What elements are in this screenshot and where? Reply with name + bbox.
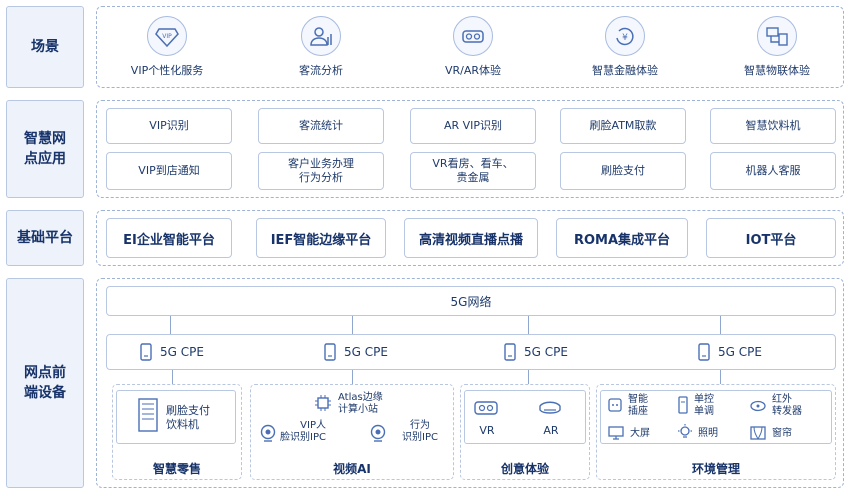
group-experience [460, 384, 590, 480]
device-box [600, 390, 832, 444]
app-box: 客流统计 [258, 108, 384, 144]
chip-icon [315, 395, 331, 411]
vip-ipc-label: VIP人 脸识别IPC [280, 420, 326, 443]
scene-label: 智慧金融体验 [592, 64, 658, 77]
scene-label: 客流分析 [299, 64, 343, 77]
cpe-node: 5G CPE [680, 340, 780, 364]
router-icon [140, 343, 152, 361]
light-icon [678, 424, 692, 438]
socket-icon [608, 398, 622, 412]
connector-line [170, 316, 171, 334]
group-title: 视频AI [333, 462, 371, 476]
scene-panel [96, 6, 844, 88]
group-retail [112, 384, 242, 480]
ir-icon [750, 400, 766, 412]
device-box [116, 390, 236, 444]
curtain-label: 窗帘 [772, 428, 792, 439]
platform-panel [96, 210, 844, 266]
device-label: 刷脸支付 饮料机 [166, 404, 210, 431]
group-video-ai [250, 384, 454, 480]
router-icon [324, 343, 336, 361]
vr-goggles-icon [453, 16, 493, 56]
vr-headset-icon [474, 401, 498, 415]
platform-box: EI企业智能平台 [106, 218, 232, 258]
cpe-node: 5G CPE [306, 340, 406, 364]
scene-iot: 智慧物联体验 [722, 16, 832, 78]
platform-box: IOT平台 [706, 218, 836, 258]
switch-icon [678, 396, 688, 414]
network-5g-bar: 5G网络 [106, 286, 836, 316]
apps-panel [96, 100, 844, 198]
group-env [596, 384, 836, 480]
group-title: 创意体验 [500, 462, 549, 476]
vending-machine-icon [138, 398, 158, 432]
device-box [464, 390, 586, 444]
vr-label: VR [479, 424, 495, 437]
cpe-bar [106, 334, 836, 370]
scene-label: VR/AR体验 [444, 64, 502, 77]
iot-devices-icon [757, 16, 797, 56]
row-label-platform: 基础平台 [6, 210, 84, 266]
scene-vip: VIP VIP个性化服务 [112, 16, 222, 78]
connector-line [352, 316, 353, 334]
connector-line [720, 316, 721, 334]
app-box: 刷脸ATM取款 [560, 108, 686, 144]
row-label-scene: 场景 [6, 6, 84, 88]
platform-box: IEF智能边缘平台 [256, 218, 386, 258]
app-box: AR VIP识别 [410, 108, 536, 144]
connector-line [528, 316, 529, 334]
scene-finance: ¥ 智慧金融体验 [570, 16, 680, 78]
app-box: 客户业务办理 行为分析 [258, 152, 384, 190]
curtain-icon [750, 426, 766, 440]
ar-label: AR [543, 424, 559, 437]
camera-icon [370, 424, 386, 442]
group-title: 环境管理 [691, 462, 740, 476]
app-box: VIP识别 [106, 108, 232, 144]
light-label: 照明 [698, 428, 718, 439]
group-title: 智慧零售 [152, 462, 201, 476]
screen-icon [608, 426, 624, 440]
scene-traffic: 客流分析 [266, 16, 376, 78]
diamond-vip-icon: VIP [147, 16, 187, 56]
ar-glasses-icon [539, 401, 561, 414]
scene-vr-ar: VR/AR体验 [418, 16, 528, 78]
yuan-coin-icon: ¥ [605, 16, 645, 56]
scene-label: 智慧物联体验 [744, 64, 810, 77]
app-box: 机器人客服 [710, 152, 836, 190]
connector-line [352, 370, 353, 384]
app-box: 刷脸支付 [560, 152, 686, 190]
cpe-node: 5G CPE [486, 340, 586, 364]
socket-label: 智能 插座 [628, 394, 648, 417]
cpe-node: 5G CPE [122, 340, 222, 364]
row-label-apps: 智慧网点应用 [6, 100, 84, 198]
app-box: 智慧饮料机 [710, 108, 836, 144]
devices-panel [96, 278, 844, 488]
platform-box: ROMA集成平台 [556, 218, 688, 258]
scene-label: VIP个性化服务 [130, 64, 204, 77]
app-box: VR看房、看车、 贵金属 [410, 152, 536, 190]
behavior-ipc-label: 行为 识别IPC [402, 420, 438, 443]
connector-line [720, 370, 721, 384]
ac-label: 单控 单调 [694, 394, 714, 417]
svg-text:¥: ¥ [622, 33, 628, 43]
router-icon [698, 343, 710, 361]
person-chart-icon [301, 16, 341, 56]
row-label-devices: 网点前端设备 [6, 278, 84, 488]
platform-box: 高清视频直播点播 [404, 218, 538, 258]
atlas-label: Atlas边缘 计算小站 [338, 392, 383, 415]
camera-icon [260, 424, 276, 442]
connector-line [528, 370, 529, 384]
screen-label: 大屏 [630, 428, 650, 439]
svg-text:VIP: VIP [162, 33, 172, 40]
router-icon [504, 343, 516, 361]
app-box: VIP到店通知 [106, 152, 232, 190]
ir-label: 红外 转发器 [772, 394, 802, 417]
connector-line [172, 370, 173, 384]
